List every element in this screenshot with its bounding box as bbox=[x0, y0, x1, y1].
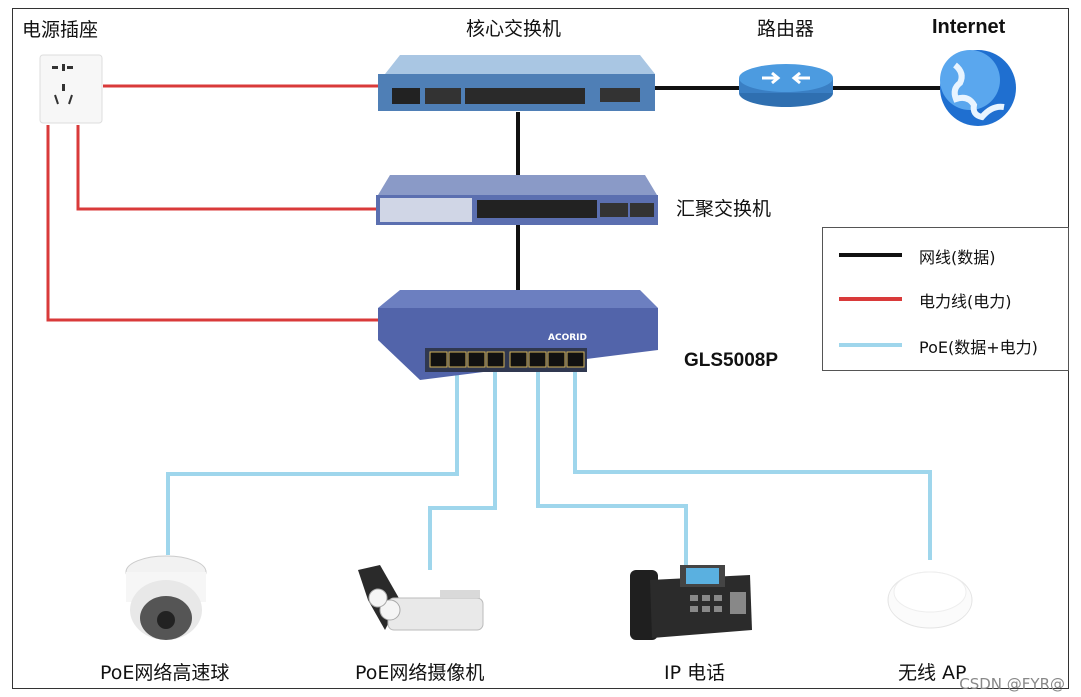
bullet-camera-icon bbox=[358, 565, 484, 631]
poe-line-speed-dome bbox=[166, 372, 459, 555]
power-line-aggregation bbox=[76, 125, 378, 211]
wireless-ap-icon bbox=[887, 571, 973, 629]
poe-line-camera bbox=[428, 372, 497, 570]
legend-label-power: 电力线(电力) bbox=[919, 292, 1012, 311]
bullet-camera-label: PoE网络摄像机 bbox=[355, 662, 485, 684]
legend-label-data: 网线(数据) bbox=[919, 248, 996, 267]
poe-line-ap bbox=[573, 366, 932, 560]
watermark: CSDN @FYR@ bbox=[959, 675, 1065, 693]
router-label: 路由器 bbox=[757, 18, 815, 40]
power-socket-icon bbox=[39, 54, 103, 124]
speed-dome-camera-icon bbox=[125, 555, 207, 640]
core-switch-label: 核心交换机 bbox=[466, 18, 562, 40]
legend-label-poe: PoE(数据+电力) bbox=[919, 338, 1038, 357]
poe-line-phone bbox=[536, 372, 688, 565]
core-switch-icon bbox=[378, 55, 655, 111]
ip-phone-icon bbox=[630, 565, 752, 640]
speed-dome-label: PoE网络高速球 bbox=[100, 662, 230, 684]
ip-phone-label: IP 电话 bbox=[664, 662, 726, 684]
data-lines bbox=[516, 86, 940, 292]
aggregation-switch-label: 汇聚交换机 bbox=[676, 198, 772, 220]
router-icon bbox=[739, 64, 833, 107]
internet-label: Internet bbox=[932, 16, 1006, 38]
wireless-ap-label: 无线 AP bbox=[898, 662, 967, 684]
legend-swatch-poe bbox=[839, 343, 902, 347]
legend: 网线(数据) 电力线(电力) PoE(数据+电力) bbox=[822, 227, 1069, 371]
legend-item-power: 电力线(电力) bbox=[839, 288, 1064, 311]
legend-swatch-power bbox=[839, 297, 902, 301]
power-line-poe-switch bbox=[46, 125, 378, 322]
legend-item-data: 网线(数据) bbox=[839, 244, 1064, 267]
internet-globe-icon bbox=[940, 50, 1016, 126]
poe-switch-icon bbox=[378, 290, 658, 380]
aggregation-switch-icon bbox=[376, 175, 658, 225]
switch-brand-label: ACORID bbox=[548, 333, 587, 343]
legend-item-poe: PoE(数据+电力) bbox=[839, 334, 1064, 357]
legend-swatch-data bbox=[839, 253, 902, 257]
power-socket-label: 电源插座 bbox=[22, 19, 99, 41]
poe-switch-model-label: GLS5008P bbox=[684, 350, 778, 371]
poe-lines bbox=[166, 366, 932, 570]
power-lines bbox=[46, 84, 385, 322]
